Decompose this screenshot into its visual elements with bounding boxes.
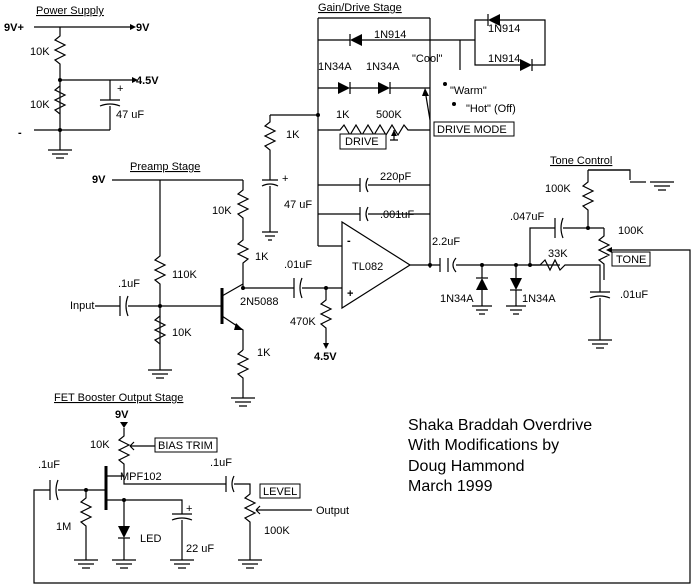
caption: Shaka Braddah Overdrive With Modificatio… (408, 417, 592, 495)
diode-1n914-a-label: 1N914 (374, 29, 406, 41)
diode-1n914-b-icon (488, 14, 500, 26)
caption-line-1: Shaka Braddah Overdrive (408, 417, 592, 434)
led-icon (118, 526, 130, 538)
drive-001uf-label: .001uF (380, 209, 415, 221)
bias-trim-label: BIAS TRIM (158, 440, 213, 452)
tone-pot-label: 100K (618, 225, 644, 237)
fet-r10k-label: 10K (90, 439, 110, 451)
caption-line-3: Doug Hammond (408, 458, 525, 475)
diode-1n34a-b-label: 1N34A (366, 61, 400, 73)
transistor-2n5088-icon (234, 323, 243, 330)
output-label: Output (316, 505, 349, 517)
preamp-transistor-label: 2N5088 (240, 296, 279, 308)
level-pot-label: 100K (264, 525, 290, 537)
level-control[interactable] (259, 483, 301, 499)
preamp-section: Preamp Stage 9V Input .1uF 110K 10K 10K … (70, 161, 342, 407)
diode-1n914-a-icon (350, 34, 362, 46)
drive-22uf-label: 2.2uF (432, 236, 460, 248)
tone-control-title: Tone Control (550, 155, 612, 167)
power-9v-plus-label: 9V+ (4, 22, 24, 34)
preamp-r470k-label: 470K (290, 316, 316, 328)
power-r1-label: 10K (30, 46, 50, 58)
tone-c01uf-label: .01uF (620, 289, 648, 301)
fet-cin-label: .1uF (38, 459, 60, 471)
tone-box-label: TONE (616, 254, 646, 266)
opamp-tl082-icon (341, 220, 412, 310)
preamp-input-label: Input (70, 300, 94, 312)
diode-1n914-c-label: 1N914 (488, 53, 520, 65)
power-4v5-label: 4.5V (136, 75, 159, 87)
bias-trim-control[interactable] (154, 437, 218, 453)
power-9v-out-label: 9V (136, 22, 150, 34)
drive-mode-box-label: DRIVE MODE (437, 124, 507, 136)
tone-r33k-label: 33K (548, 248, 568, 260)
tone-c047-label: .047uF (510, 211, 545, 223)
fet-label: MPF102 (120, 471, 162, 483)
gain-drive-title: Gain/Drive Stage (318, 2, 402, 14)
preamp-cin-label: .1uF (118, 278, 140, 290)
drive-pot-label: 500K (376, 109, 402, 121)
preamp-title: Preamp Stage (130, 161, 200, 173)
diode-clip-b-icon (510, 278, 522, 290)
diode-clip-a-icon (476, 278, 488, 290)
fet-booster-title: FET Booster Output Stage (54, 392, 183, 404)
drive-r1k-in-label: 1K (286, 129, 300, 141)
preamp-4v5-label: 4.5V (314, 351, 337, 363)
mode-hot-label: "Hot" (Off) (466, 103, 516, 115)
diode-1n34a-a-icon (338, 82, 350, 94)
led-label: LED (140, 533, 161, 545)
drive-47uf-plus: + (282, 173, 288, 185)
power-r2-label: 10K (30, 99, 50, 111)
opamp-label: TL082 (352, 261, 383, 273)
fet-r1m-label: 1M (56, 521, 71, 533)
preamp-9v-label: 9V (92, 174, 106, 186)
fet-c-plus: + (186, 503, 192, 515)
preamp-r10k-label: 10K (172, 327, 192, 339)
drive-pot-control[interactable] (339, 133, 387, 150)
drive-220pf-label: 220pF (380, 171, 411, 183)
diode-clip-a-label: 1N34A (440, 293, 474, 305)
power-supply-title: Power Supply (36, 5, 104, 17)
mode-cool-label: "Cool" (412, 53, 443, 65)
fet-9v-label: 9V (115, 409, 129, 421)
opamp-plus-label: + (347, 288, 353, 300)
caption-line-4: March 1999 (408, 478, 493, 495)
power-minus-label: - (18, 127, 22, 139)
mode-warm-label: "Warm" (450, 85, 487, 97)
preamp-c01uf-label: .01uF (284, 259, 312, 271)
preamp-r110k-label: 110K (172, 269, 198, 281)
power-cap-label: 47 uF (116, 109, 144, 121)
diode-clip-b-label: 1N34A (522, 293, 556, 305)
preamp-r1k-emit-label: 1K (257, 347, 271, 359)
fet-cout-label: .1uF (210, 457, 232, 469)
preamp-r10k-col-label: 10K (212, 205, 232, 217)
drive-47uf-label: 47 uF (284, 199, 312, 211)
diode-1n914-c-icon (520, 59, 532, 71)
opamp-minus-label: - (347, 235, 351, 247)
diode-1n914-b-label: 1N914 (488, 23, 520, 35)
gain-drive-section: Gain/Drive Stage 1N914 1N34A 1N34A 1K 50… (261, 2, 560, 315)
preamp-r1k-col-label: 1K (255, 251, 269, 263)
tone-r100k-label: 100K (545, 183, 571, 195)
fet-c22uf-label: 22 uF (186, 543, 214, 555)
fet-booster-section: FET Booster Output Stage 9V BIAS TRIM 10… (38, 392, 349, 569)
diode-1n34a-a-label: 1N34A (318, 61, 352, 73)
power-supply-section: Power Supply 9V+ 9V 4.5V - 10K 10K 47 uF… (4, 5, 159, 159)
tone-control-section: Tone Control 100K .047uF 100K 33K TONE .… (33, 155, 691, 584)
level-box-label: LEVEL (263, 486, 297, 498)
diode-1n34a-b-icon (378, 82, 390, 94)
drive-mode-switch[interactable] (433, 121, 515, 137)
drive-box-label: DRIVE (345, 136, 379, 148)
tone-pot-control[interactable] (611, 251, 651, 267)
power-cap-plus: + (117, 83, 123, 95)
caption-line-2: With Modifications by (408, 437, 559, 454)
drive-r1k-label: 1K (336, 109, 350, 121)
